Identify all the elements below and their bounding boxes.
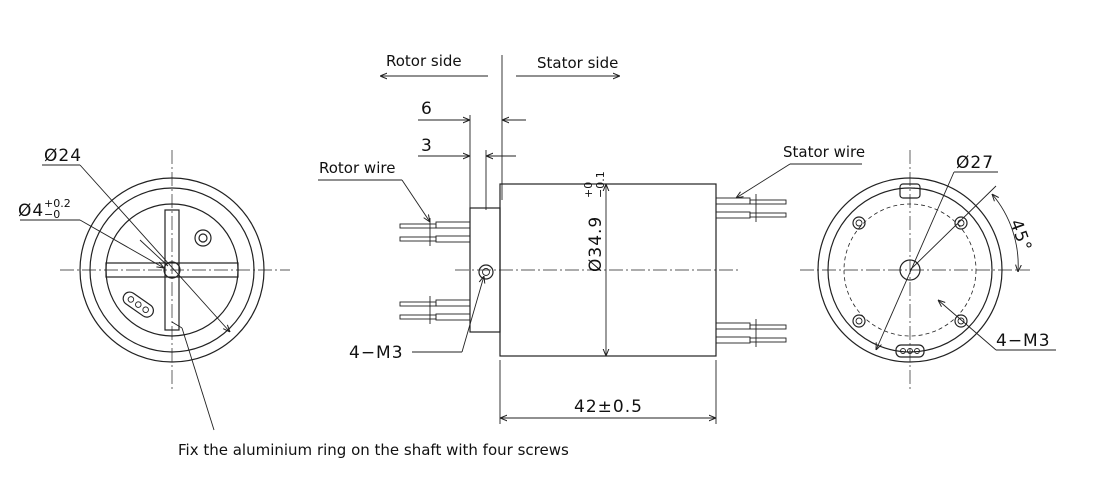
side-view: Rotor side Stator side 6 3 4−M3: [318, 52, 865, 424]
stator-wires: [715, 194, 787, 347]
caption: Fix the aluminium ring on the shaft with…: [178, 441, 569, 459]
right-pcd-label: Ø27: [956, 153, 994, 173]
right-end-view: Ø27 45° 4−M3: [800, 150, 1056, 390]
body-tol-upper: +0: [582, 182, 595, 198]
left-bore-tol-upper: +0.2: [44, 197, 71, 210]
center-screws-label: 4−M3: [349, 343, 404, 363]
flange-width-label: 6: [421, 99, 433, 119]
left-outer-diameter-label: Ø24: [44, 146, 82, 166]
right-angle-label: 45°: [1005, 217, 1035, 255]
body-diameter-label: Ø34.9: [586, 216, 606, 272]
rotor-offset-label: 3: [421, 136, 433, 156]
body-length-label: 42±0.5: [574, 397, 643, 417]
right-screws-label: 4−M3: [996, 331, 1051, 351]
stator-side-label: Stator side: [537, 54, 618, 72]
left-end-view: Ø24 Ø4 +0.2 −0: [18, 146, 290, 431]
stator-wire-label: Stator wire: [783, 143, 865, 161]
rotor-side-label: Rotor side: [386, 52, 462, 70]
body-tol-lower: −0.1: [594, 171, 607, 198]
left-bore-tol-lower: −0: [44, 208, 60, 221]
rotor-wires: [399, 218, 471, 324]
rotor-wire-label: Rotor wire: [319, 159, 395, 177]
left-bore-diameter-label: Ø4: [18, 201, 44, 221]
